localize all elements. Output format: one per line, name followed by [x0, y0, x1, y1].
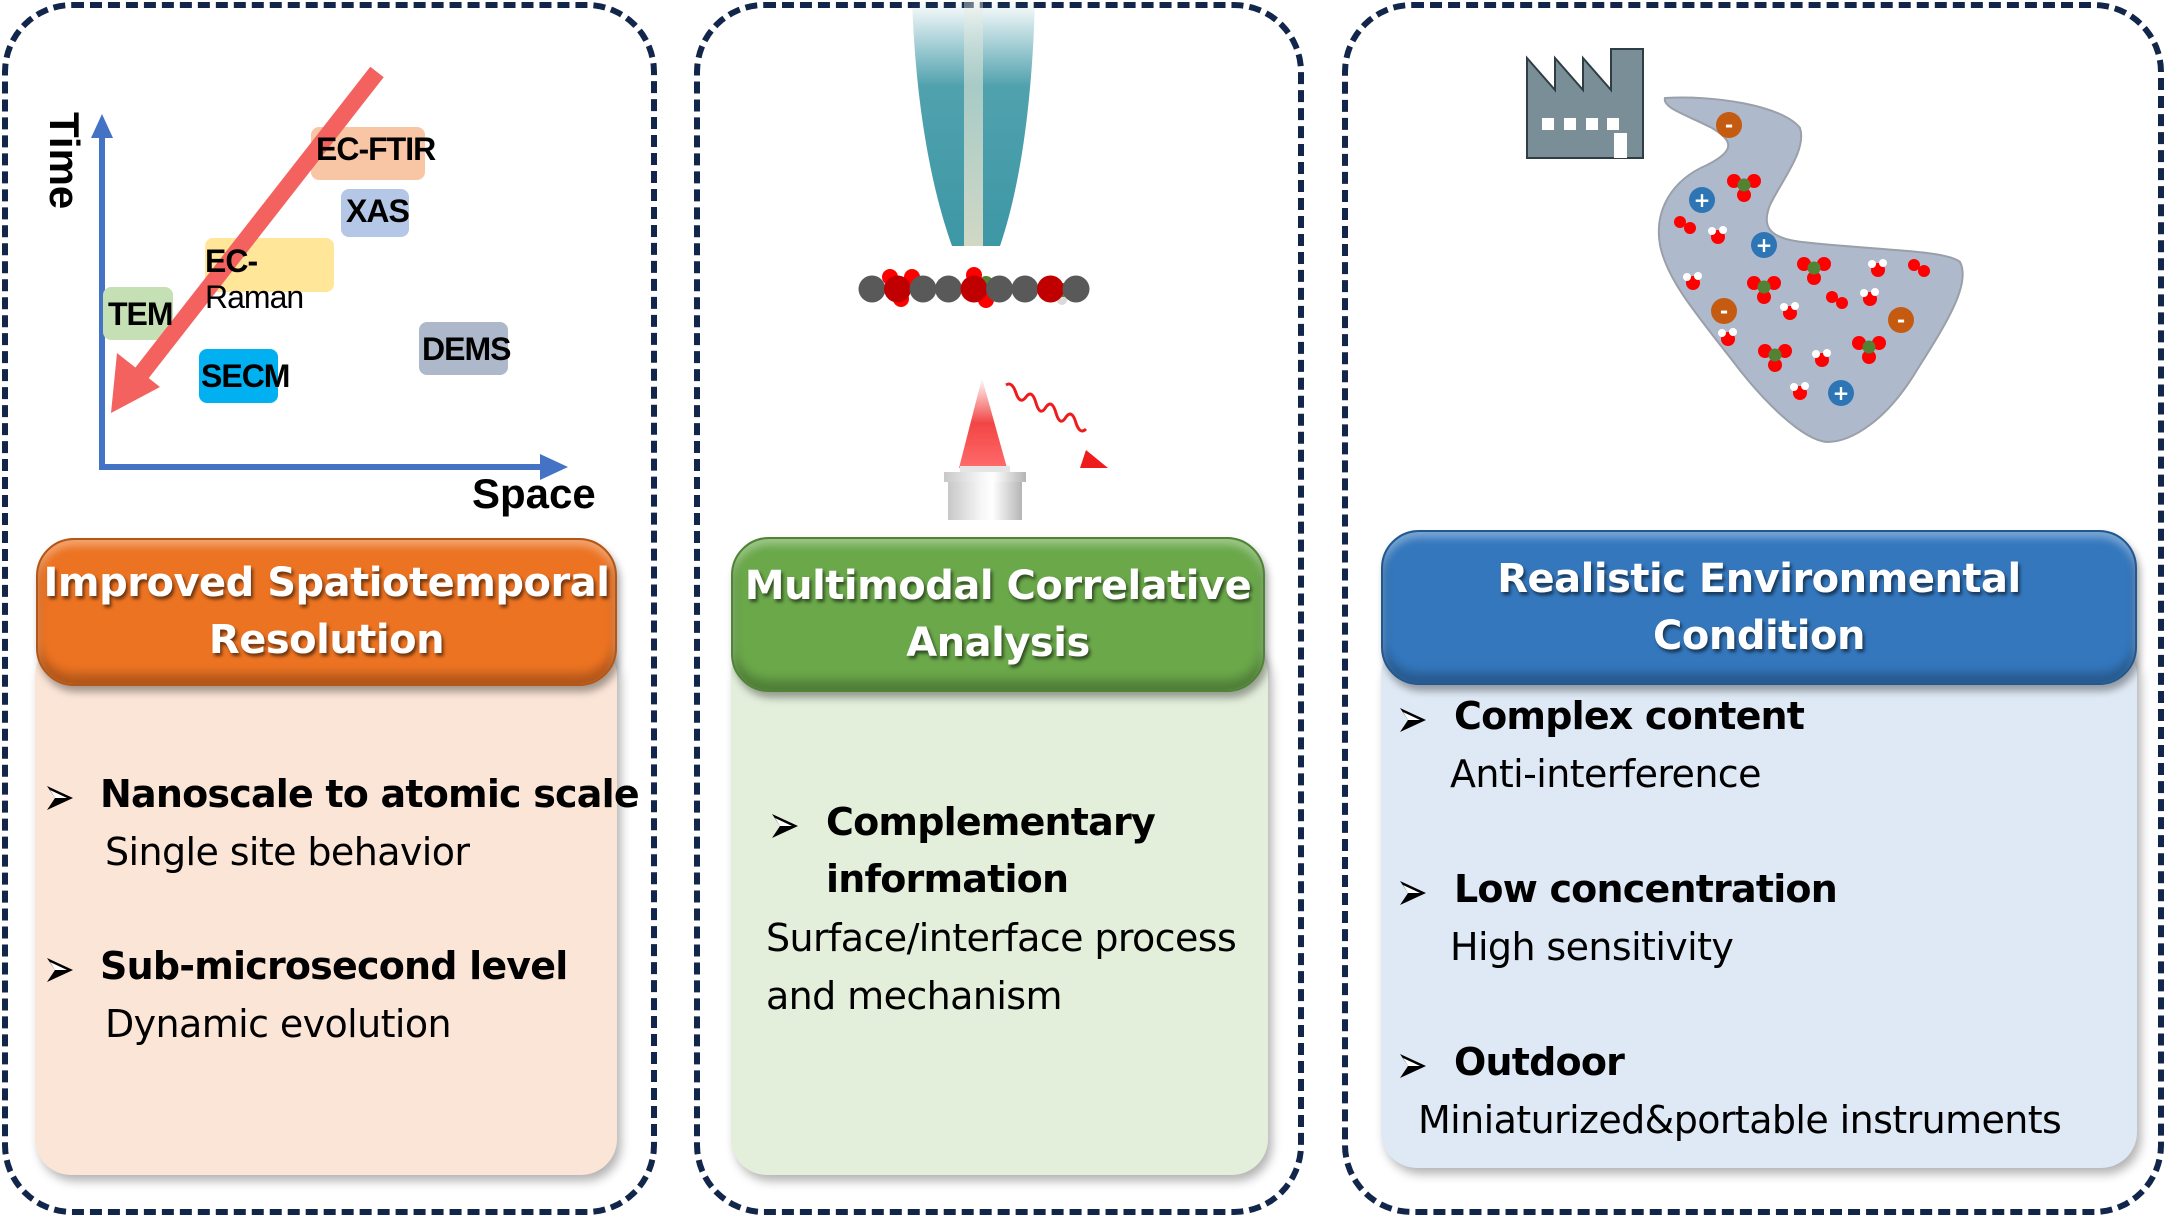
nitrate-molecule	[1852, 336, 1886, 364]
arrow-bullet-icon	[47, 786, 73, 810]
tech-box-dems	[419, 322, 508, 375]
laser-beam	[959, 378, 1007, 468]
nitrate-molecule	[1727, 174, 1761, 202]
arrow-bullet-icon	[772, 814, 798, 838]
panel-multimodal-header: Multimodal Correlative Analysis	[731, 537, 1265, 692]
water-molecule	[1860, 288, 1879, 306]
substrate-atom	[858, 275, 886, 303]
water-molecule	[1868, 259, 1887, 277]
svg-text:+: +	[1833, 381, 1850, 405]
tech-box-xas	[341, 189, 409, 237]
factory-icon	[1526, 48, 1644, 159]
dissolved-molecules	[1674, 174, 1930, 400]
panel-spatiotemporal-header: Improved Spatiotemporal Resolution	[36, 538, 617, 686]
water-molecule	[1812, 349, 1831, 367]
bullet-title: Nanoscale to atomic scale	[100, 772, 640, 816]
oxygen-molecule	[1674, 216, 1696, 234]
water-molecule	[1790, 382, 1809, 400]
bullet-subtitle: Single site behavior	[105, 830, 470, 874]
svg-text:-: -	[1897, 308, 1905, 332]
tech-label-ec-raman-line1: EC-	[205, 243, 258, 279]
substrate-atom	[1062, 275, 1090, 303]
panel-environment-header: Realistic Environmental Condition	[1381, 530, 2137, 685]
water-molecule	[1708, 226, 1727, 244]
time-axis-label: Time	[41, 112, 88, 210]
bullet-title-line1: Complementary	[826, 800, 1156, 844]
technique-map-diagram	[91, 66, 568, 480]
cation-icon: +	[1828, 380, 1854, 406]
arrow-bullet-icon	[1400, 1054, 1426, 1078]
probe-laser-illustration	[858, 0, 1108, 520]
substrate-atom	[1011, 275, 1039, 303]
panel-spatiotemporal-frame	[2, 2, 657, 1215]
scattered-light-arrow	[1005, 382, 1108, 468]
factory-effluent-illustration: - - - + + +	[1526, 48, 1964, 444]
header-title-line1: Improved Spatiotemporal	[43, 560, 610, 606]
nitrate-molecule	[1747, 276, 1781, 304]
tech-label-tem: TEM	[108, 296, 174, 332]
probe-tip	[912, 0, 1035, 246]
active-site-atom	[960, 275, 988, 303]
arrow-bullet-icon	[1400, 708, 1426, 732]
cation-icon: +	[1751, 232, 1777, 258]
nitrate-molecule	[1797, 257, 1831, 285]
electrode-atom-row	[858, 275, 1090, 303]
nitrate-molecule	[1758, 344, 1792, 372]
tech-box-secm	[199, 349, 278, 403]
bullet-subtitle: Dynamic evolution	[105, 1002, 452, 1046]
microscope-objective	[944, 466, 1026, 520]
water-molecule	[1718, 328, 1737, 346]
tech-box-ec-ftir	[311, 127, 425, 180]
bullet-subtitle: High sensitivity	[1450, 925, 1734, 969]
oxygen-molecule	[1826, 291, 1848, 309]
header-title-line2: Analysis	[906, 619, 1090, 666]
panel-environment-frame	[1342, 2, 2164, 1215]
bullet-title: Sub-microsecond level	[100, 944, 568, 988]
svg-text:-: -	[1720, 299, 1728, 323]
tech-label-secm: SECM	[201, 358, 290, 394]
tech-label-xas: XAS	[346, 193, 410, 229]
space-axis-arrowhead	[540, 454, 568, 480]
bullet-subtitle-line2: and mechanism	[766, 974, 1062, 1018]
space-axis-label: Space	[472, 470, 596, 517]
panel-multimodal-body	[731, 640, 1268, 1175]
panel-spatiotemporal-body	[35, 640, 617, 1175]
water-molecule	[1780, 302, 1799, 320]
anion-icon: -	[1716, 112, 1742, 138]
bullet-subtitle: Miniaturized&portable instruments	[1418, 1098, 2062, 1142]
water-molecule	[1683, 272, 1702, 290]
svg-text:-: -	[1725, 113, 1733, 137]
bullet-subtitle: Anti-interference	[1450, 752, 1761, 796]
arrow-bullet-icon	[47, 958, 73, 982]
bullet-subtitle-line1: Surface/interface process	[766, 916, 1237, 960]
substrate-atom	[935, 275, 962, 303]
time-axis-arrowhead	[91, 114, 113, 138]
cation-icon: +	[1689, 187, 1715, 213]
trend-arrow	[111, 66, 384, 413]
tech-label-ec-ftir: EC-FTIR	[316, 131, 436, 167]
active-site-atom	[1037, 275, 1064, 303]
tech-label-dems: DEMS	[422, 331, 511, 367]
panel-environment-body	[1381, 640, 2137, 1168]
header-title-line1: Multimodal Correlative	[744, 562, 1252, 609]
substrate-atom	[986, 275, 1013, 303]
arrow-bullet-icon	[1400, 881, 1426, 905]
anion-icon: -	[1888, 307, 1914, 333]
tech-label-ec-raman-line2: Raman	[205, 279, 304, 315]
active-site-atom	[884, 275, 911, 303]
tech-box-tem	[103, 287, 173, 340]
oxygen-molecule	[1908, 259, 1930, 277]
svg-text:+: +	[1694, 188, 1711, 212]
header-title-line1: Realistic Environmental	[1497, 555, 2021, 602]
ions: - - - + + +	[1689, 112, 1914, 406]
bullet-title: Outdoor	[1454, 1040, 1625, 1084]
anion-icon: -	[1711, 298, 1737, 324]
bullet-title: Complex content	[1454, 694, 1805, 738]
header-title-line2: Resolution	[208, 617, 445, 663]
svg-text:+: +	[1756, 233, 1773, 257]
bullet-title: Low concentration	[1454, 867, 1838, 911]
bullet-title-line2: information	[826, 857, 1069, 901]
substrate-atom	[909, 275, 937, 303]
header-title-line2: Condition	[1653, 612, 1865, 659]
